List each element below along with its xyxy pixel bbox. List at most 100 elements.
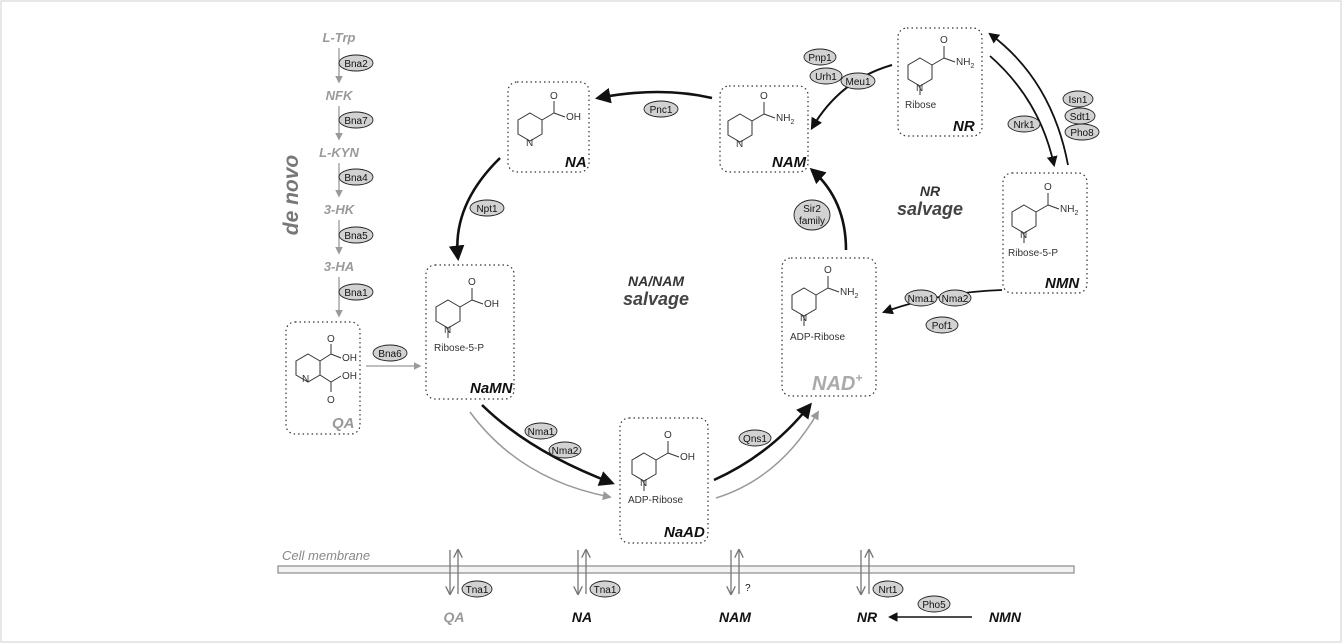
enzyme-pof1: Pof1: [925, 316, 959, 334]
svg-text:Bna6: Bna6: [378, 349, 402, 360]
svg-text:NA/NAM: NA/NAM: [628, 273, 684, 289]
label-namn: NaMN: [470, 380, 514, 397]
enzyme-meu1: Meu1: [840, 72, 876, 90]
svg-text:Ribose-5-P: Ribose-5-P: [434, 343, 484, 354]
svg-text:Ribose: Ribose: [905, 100, 937, 111]
svg-text:N: N: [640, 478, 647, 489]
membrane-label: Cell membrane: [282, 548, 370, 563]
enzyme-qns1: Qns1: [738, 429, 772, 447]
enzyme-nma2: Nma2: [548, 441, 582, 459]
enzyme-nma1: Nma1: [524, 422, 558, 440]
svg-text:OH: OH: [680, 452, 695, 463]
svg-text:Bna5: Bna5: [344, 231, 368, 242]
svg-text:Tna1: Tna1: [594, 585, 617, 596]
svg-text:O: O: [327, 395, 335, 406]
compound-box-na: N O OH NA: [507, 81, 590, 173]
svg-text:O: O: [824, 265, 832, 276]
label-nad: NAD+: [812, 371, 862, 395]
extracellular-nmn: NMN: [989, 609, 1022, 625]
enzyme-isn1: Isn1: [1062, 90, 1094, 108]
svg-text:Nrk1: Nrk1: [1013, 120, 1035, 131]
compound-box-nad: N O NH2 ADP-Ribose NAD+: [781, 257, 877, 397]
compound-box-qa: N O OH OH O QA: [285, 321, 361, 435]
arrow-nr-nmn: [989, 55, 1058, 168]
compound-box-nam: N O NH2 NAM: [719, 85, 809, 173]
svg-text:Nma2: Nma2: [552, 446, 579, 457]
arrow-nad-nam: [809, 167, 848, 251]
svg-text:OH: OH: [566, 112, 581, 123]
enzyme-bna7: Bna7: [338, 111, 374, 129]
label-nam: NAM: [772, 154, 807, 171]
svg-text:N: N: [1020, 230, 1027, 241]
compound-box-namn: N O OH Ribose-5-P NaMN: [425, 264, 515, 400]
svg-text:Bna2: Bna2: [344, 59, 368, 70]
nr-salvage-title: NR salvage: [897, 183, 963, 219]
svg-text:N: N: [444, 325, 451, 336]
svg-text:Pho8: Pho8: [1070, 128, 1094, 139]
svg-text:N: N: [302, 374, 309, 385]
svg-text:NH2: NH2: [1060, 204, 1078, 217]
svg-text:Bna4: Bna4: [344, 173, 368, 184]
enzyme-bna2: Bna2: [338, 54, 374, 72]
svg-text:O: O: [550, 91, 558, 102]
svg-text:OH: OH: [484, 299, 499, 310]
svg-text:OH: OH: [342, 353, 357, 364]
metabolite-nfk: NFK: [326, 88, 354, 103]
svg-text:Urh1: Urh1: [815, 72, 837, 83]
svg-text:Pof1: Pof1: [932, 321, 953, 332]
metabolite-3-ha: 3-HA: [324, 259, 354, 274]
svg-text:Qns1: Qns1: [743, 434, 767, 445]
cell-membrane: [277, 565, 1075, 574]
svg-text:NR: NR: [920, 183, 941, 199]
enzyme-sir2-family: Sir2 family: [793, 199, 831, 231]
svg-text:O: O: [327, 334, 335, 345]
svg-text:N: N: [736, 139, 743, 150]
svg-text:O: O: [940, 35, 948, 46]
svg-text:Nma2: Nma2: [942, 294, 969, 305]
arrow-namn-naad: [481, 404, 615, 486]
label-qa: QA: [332, 415, 355, 432]
enzyme-bna5: Bna5: [338, 226, 374, 244]
svg-text:Bna1: Bna1: [344, 288, 368, 299]
qa-structure: [295, 344, 342, 392]
svg-text:ADP-Ribose: ADP-Ribose: [790, 332, 845, 343]
arrow-naad-nad: [713, 402, 812, 482]
svg-text:Bna7: Bna7: [344, 116, 368, 127]
svg-text:NH2: NH2: [956, 57, 974, 70]
svg-text:Meu1: Meu1: [845, 77, 870, 88]
enzyme-npt1: Npt1: [469, 199, 505, 217]
extracellular-nr: NR: [857, 609, 878, 625]
arrow-nam-na: [594, 87, 713, 104]
label-nr: NR: [953, 118, 975, 135]
svg-text:N: N: [916, 83, 923, 94]
svg-text:OH: OH: [342, 371, 357, 382]
svg-text:Isn1: Isn1: [1069, 95, 1088, 106]
svg-text:salvage: salvage: [623, 289, 689, 309]
metabolite-l-kyn: L-KYN: [319, 145, 359, 160]
compound-box-naad: N O OH ADP-Ribose NaAD: [619, 417, 709, 544]
arrow-namn-naad-grey: [469, 411, 612, 501]
unknown-transporter: ?: [745, 583, 751, 594]
svg-text:Pho5: Pho5: [922, 600, 946, 611]
compound-box-nmn: N O NH2 Ribose-5-P NMN: [1002, 172, 1088, 294]
transport-qa: Tna1: [450, 550, 493, 598]
svg-text:Sdt1: Sdt1: [1070, 112, 1091, 123]
svg-text:NH2: NH2: [776, 113, 794, 126]
svg-text:salvage: salvage: [897, 199, 963, 219]
metabolite-l-trp: L-Trp: [323, 30, 356, 45]
svg-text:Pnc1: Pnc1: [650, 105, 673, 116]
de-novo-title: de novo: [280, 155, 303, 236]
enzyme-pnp1: Pnp1: [803, 48, 837, 66]
svg-text:O: O: [1044, 182, 1052, 193]
svg-text:O: O: [760, 91, 768, 102]
transport-nam: ?: [731, 550, 751, 594]
arrow-naad-nad-grey: [715, 410, 819, 499]
svg-text:Tna1: Tna1: [466, 585, 489, 596]
enzyme-nma1-nr: Nma1: [904, 289, 938, 307]
enzyme-bna1: Bna1: [338, 283, 374, 301]
enzyme-nrk1: Nrk1: [1007, 115, 1041, 133]
svg-text:O: O: [468, 277, 476, 288]
